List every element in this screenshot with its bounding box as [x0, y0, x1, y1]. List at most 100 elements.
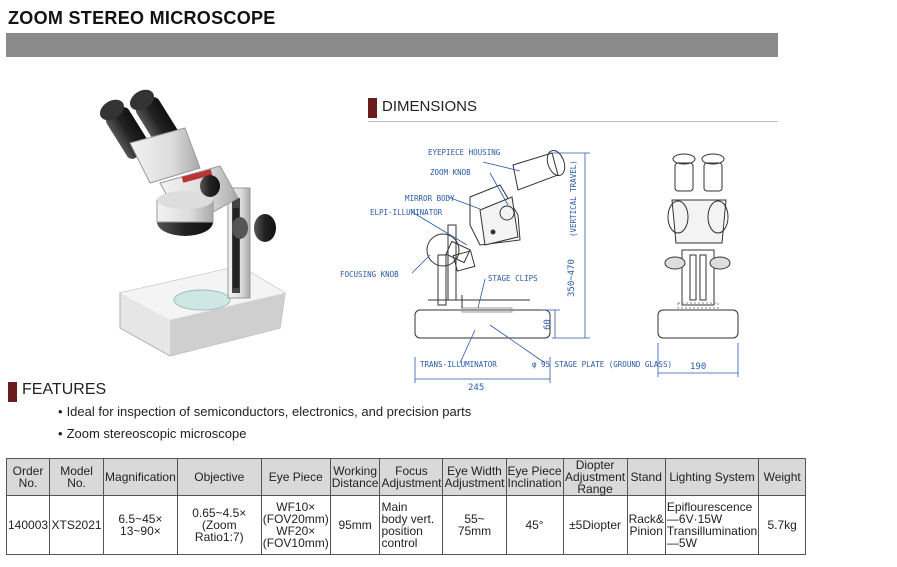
table-cell-line: control [381, 536, 418, 550]
table-cell: 45° [505, 495, 564, 555]
column-header-line: Objective [194, 470, 245, 484]
column-header-line: Diopter [575, 458, 615, 472]
table-cell-line: (FOV20mm) [262, 512, 329, 526]
side-column-outline [447, 224, 457, 301]
table-cell: Rack&Pinion [626, 495, 666, 555]
column-header-line: Inclination [507, 476, 562, 490]
label-base-width: 190 [690, 362, 706, 372]
table-cell-line: —5W [666, 536, 697, 550]
table-cell-line: WF20× [276, 524, 316, 538]
label-zoom-knob: ZOOM KNOB [430, 168, 471, 177]
table-cell-line: Epiflourescence [666, 500, 753, 514]
front-base-outline [657, 309, 739, 339]
label-vertical-travel: (VERTICAL TRAVEL) [569, 160, 578, 237]
table-cell-line: 5.7kg [767, 518, 797, 532]
column-header-line: Adjustment [444, 476, 505, 490]
table-cell-line: —6V·15W [666, 512, 723, 526]
microscope-photo [99, 89, 286, 357]
column-header-line: Working [333, 464, 377, 478]
side-focus-knob-outline [426, 233, 460, 267]
table-cell-line: XTS2021 [51, 518, 102, 532]
table-cell: ±5Diopter [562, 495, 628, 555]
column-header-line: Adjustment [381, 476, 442, 490]
column-header-line: Weight [763, 470, 801, 484]
column-header: Lighting System [664, 458, 760, 496]
column-header-line: Order [12, 464, 44, 478]
column-header: Eye Piece [260, 458, 331, 496]
column-header-line: Eye Piece [507, 464, 562, 478]
table-cell: 0.65~4.5×(Zoom Ratio1:7) [176, 495, 262, 555]
table-cell-line: 140003 [8, 518, 49, 532]
page-title: ZOOM STEREO MICROSCOPE [8, 8, 276, 28]
column-header: Magnification [103, 458, 178, 496]
features-heading-label: FEATURES [22, 381, 107, 398]
column-header-line: Adjustment [565, 470, 626, 484]
column-header-line: Distance [331, 476, 379, 490]
label-mirror-body: MIRROR BODY [405, 194, 455, 203]
side-base-outline [414, 309, 551, 339]
table-cell: XTS2021 [49, 495, 105, 555]
column-header-line: No. [18, 476, 38, 490]
table-cell-line: Transillumination [666, 524, 758, 538]
column-header-line: Range [577, 482, 613, 496]
column-header-line: Lighting System [669, 470, 755, 484]
label-focusing-knob: FOCUSING KNOB [340, 270, 399, 279]
features-list: Ideal for inspection of semiconductors, … [58, 402, 472, 446]
table-cell-line: 45° [525, 518, 544, 532]
column-header-line: Magnification [105, 470, 176, 484]
label-trans-illuminator: TRANS-ILLUMINATOR [420, 360, 497, 369]
table-cell-line: 13~90× [120, 524, 161, 538]
feature-item: Ideal for inspection of semiconductors, … [58, 402, 472, 424]
label-eyepiece-housing: EYEPIECE HOUSING [428, 148, 501, 157]
title-bar [6, 33, 778, 57]
heading-marker [368, 98, 377, 118]
table-cell-line: body vert. [381, 512, 435, 526]
label-stage-plate: φ 95 STAGE PLATE (GROUND GLASS) [532, 360, 672, 369]
table-cell-line: position [381, 524, 423, 538]
table-cell-line: (FOV10mm) [262, 536, 329, 550]
column-header-line: Focus [395, 464, 428, 478]
table-cell-line: 95mm [338, 518, 372, 532]
dimensions-heading-label: DIMENSIONS [382, 98, 478, 115]
table-cell: 95mm [329, 495, 381, 555]
table-cell-line: Rack& [628, 512, 664, 526]
feature-item: Zoom stereoscopic microscope [58, 424, 471, 446]
column-header-line: Stand [630, 470, 662, 484]
dimension-drawing: EYEPIECE HOUSING ZOOM KNOB MIRROR BODY E… [340, 148, 739, 393]
table-cell-line: (Zoom Ratio1:7) [194, 518, 244, 544]
column-header: Weight [758, 458, 807, 496]
table-cell-line: Pinion [629, 524, 663, 538]
label-base-depth: 245 [468, 383, 484, 393]
table-cell-line: 75mm [457, 524, 492, 538]
table-cell: 5.7kg [758, 495, 807, 555]
column-header-line: Model [60, 464, 93, 478]
table-cell-line: Main [381, 500, 408, 514]
column-header-line: No. [67, 476, 86, 490]
table-cell: 140003 [5, 495, 51, 555]
dimensions-heading: DIMENSIONS [368, 97, 778, 122]
label-height-range: 350~470 [567, 259, 577, 297]
table-cell-line: 6.5~45× [118, 512, 163, 526]
column-header-line: Eye Width [447, 464, 502, 478]
table-cell-line: ±5Diopter [569, 518, 622, 532]
label-epi-illuminator: ELPI-ILLUMINATOR [370, 208, 443, 217]
table-cell-line: 55~ [464, 512, 485, 526]
table-cell-line: WF10× [276, 500, 316, 514]
column-header-line: Eye Piece [268, 470, 323, 484]
table-cell-line: 0.65~4.5× [192, 506, 247, 520]
table-cell: 55~75mm [442, 495, 507, 555]
front-column-outline [681, 249, 715, 306]
table-cell: WF10×(FOV20mm)WF20×(FOV10mm) [260, 495, 331, 555]
label-base-height: 60 [543, 319, 553, 330]
